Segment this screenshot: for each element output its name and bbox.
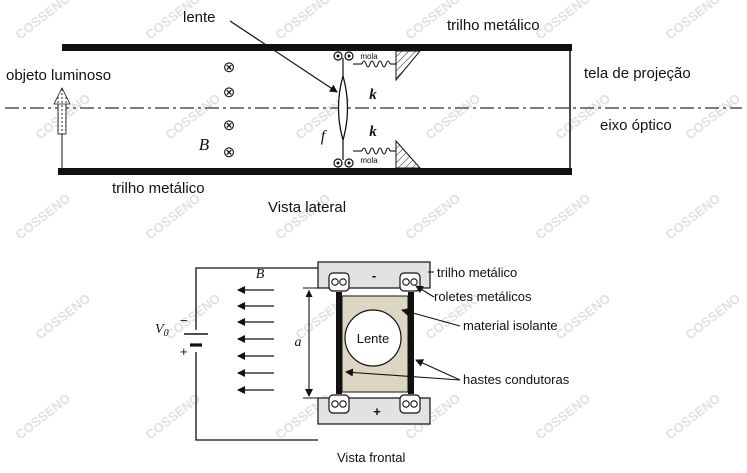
watermark-text: COSSENO [533,391,593,443]
focal-length-label: f [321,128,328,145]
optical-axis-label: eixo óptico [600,117,672,134]
field-into-page-icon: ⊗ [223,117,236,134]
watermark-text: COSSENO [163,91,223,143]
top-polarity-sign: - [372,268,376,283]
watermark-text: COSSENO [663,191,723,243]
lens-shape [337,73,349,143]
roller-icon [399,394,421,414]
lens-label: Lente [357,331,390,346]
roller-icon [399,272,421,292]
top-spring [353,50,422,82]
battery-icon [184,333,208,347]
front-view: V0 − + B a - + Lente trilho met [155,261,570,465]
distance-label: a [295,335,302,350]
watermark-text: COSSENO [403,191,463,243]
bottom-rail [58,168,572,175]
watermark-text: COSSENO [663,0,723,42]
spring-constant-label: k [369,124,377,140]
insulator-leader-line [401,308,461,327]
watermark-text: COSSENO [683,91,743,143]
rollers-label: roletes metálicos [434,289,532,304]
conducting-rod-right [408,292,414,394]
metal-rollers [328,272,421,414]
watermark-text: COSSENO [553,291,613,343]
side-view: ⊗ ⊗ ⊗ ⊗ B mola k [5,9,742,216]
watermark-text: COSSENO [13,0,73,42]
bottom-polarity-sign: + [373,404,381,419]
roller-icon [328,394,350,414]
spring-constant-label: k [369,87,377,103]
front-view-caption: Vista frontal [337,450,406,465]
rods-label: hastes condutoras [463,372,570,387]
magnetic-field-label: B [199,135,210,154]
watermark-text: COSSENO [423,91,483,143]
voltage-label: V0 [155,322,169,339]
watermark-text: COSSENO [33,291,93,343]
side-view-caption: Vista lateral [268,199,346,216]
roller-icon [328,272,350,292]
screen-label: tela de projeção [584,65,691,82]
field-into-page-icon: ⊗ [223,84,236,101]
circuit-wire [195,352,318,441]
field-arrows [237,286,274,394]
luminous-object [53,87,71,168]
lens-label: lente [183,9,216,26]
lens-leader-line [229,20,338,93]
rod-leader-line [345,368,461,381]
magnetic-field-label: B [256,267,265,282]
circuit-wire [195,267,318,330]
watermark-text: COSSENO [13,191,73,243]
bottom-rail-label: trilho metálico [112,180,205,197]
watermark-text: COSSENO [273,0,333,42]
field-into-page-icon: ⊗ [223,59,236,76]
watermark-text: COSSENO [143,391,203,443]
watermark-text: COSSENO [683,291,743,343]
top-rail-label: trilho metálico [447,17,540,34]
watermark-text: COSSENO [13,391,73,443]
watermark-text: COSSENO [533,0,593,42]
spring-label: mola [360,156,378,165]
roller-leader-line [415,285,435,298]
battery-minus-sign: − [180,313,188,328]
conducting-rod-left [336,292,342,394]
rod-leader-line [415,359,461,381]
top-rail [62,44,572,51]
battery-plus-sign: + [180,344,188,359]
watermark-text: COSSENO [663,391,723,443]
rail-label: trilho metálico [437,265,517,280]
spring-label: mola [360,52,378,61]
field-into-page-icon: ⊗ [223,144,236,161]
watermark-text: COSSENO [143,191,203,243]
insulator-label: material isolante [463,318,558,333]
watermark-text: COSSENO [533,191,593,243]
object-label: objeto luminoso [6,67,111,84]
bottom-spring [353,139,422,169]
lens-assembly [333,51,354,168]
lens-circle [344,309,402,367]
